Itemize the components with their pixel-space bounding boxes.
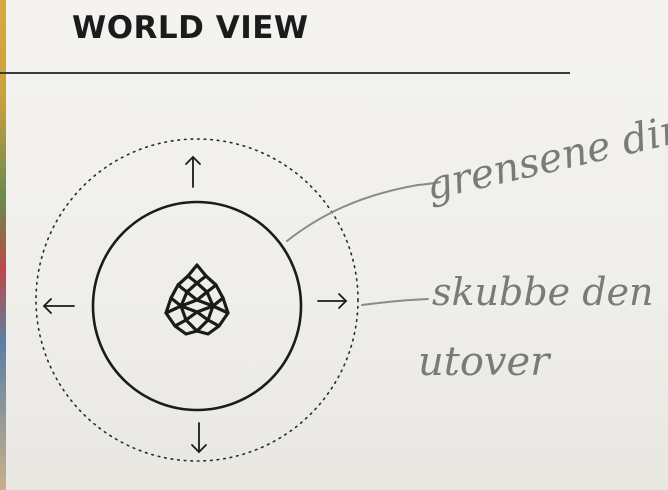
arrow-left-icon — [44, 299, 74, 313]
annotation-leader-line-2 — [362, 299, 428, 305]
arrow-right-icon — [318, 294, 346, 308]
arrow-down-icon — [192, 423, 206, 452]
annotation-note-2-line-1: skubbe den — [432, 270, 654, 314]
annotation-leader-line-1 — [287, 182, 440, 241]
annotation-note-1: grensene din — [422, 105, 668, 209]
pine-cone-icon — [166, 265, 228, 334]
annotation-note-2-line-2: utover — [418, 339, 552, 385]
arrow-up-icon — [186, 157, 200, 187]
inner-solid-circle — [93, 202, 301, 410]
